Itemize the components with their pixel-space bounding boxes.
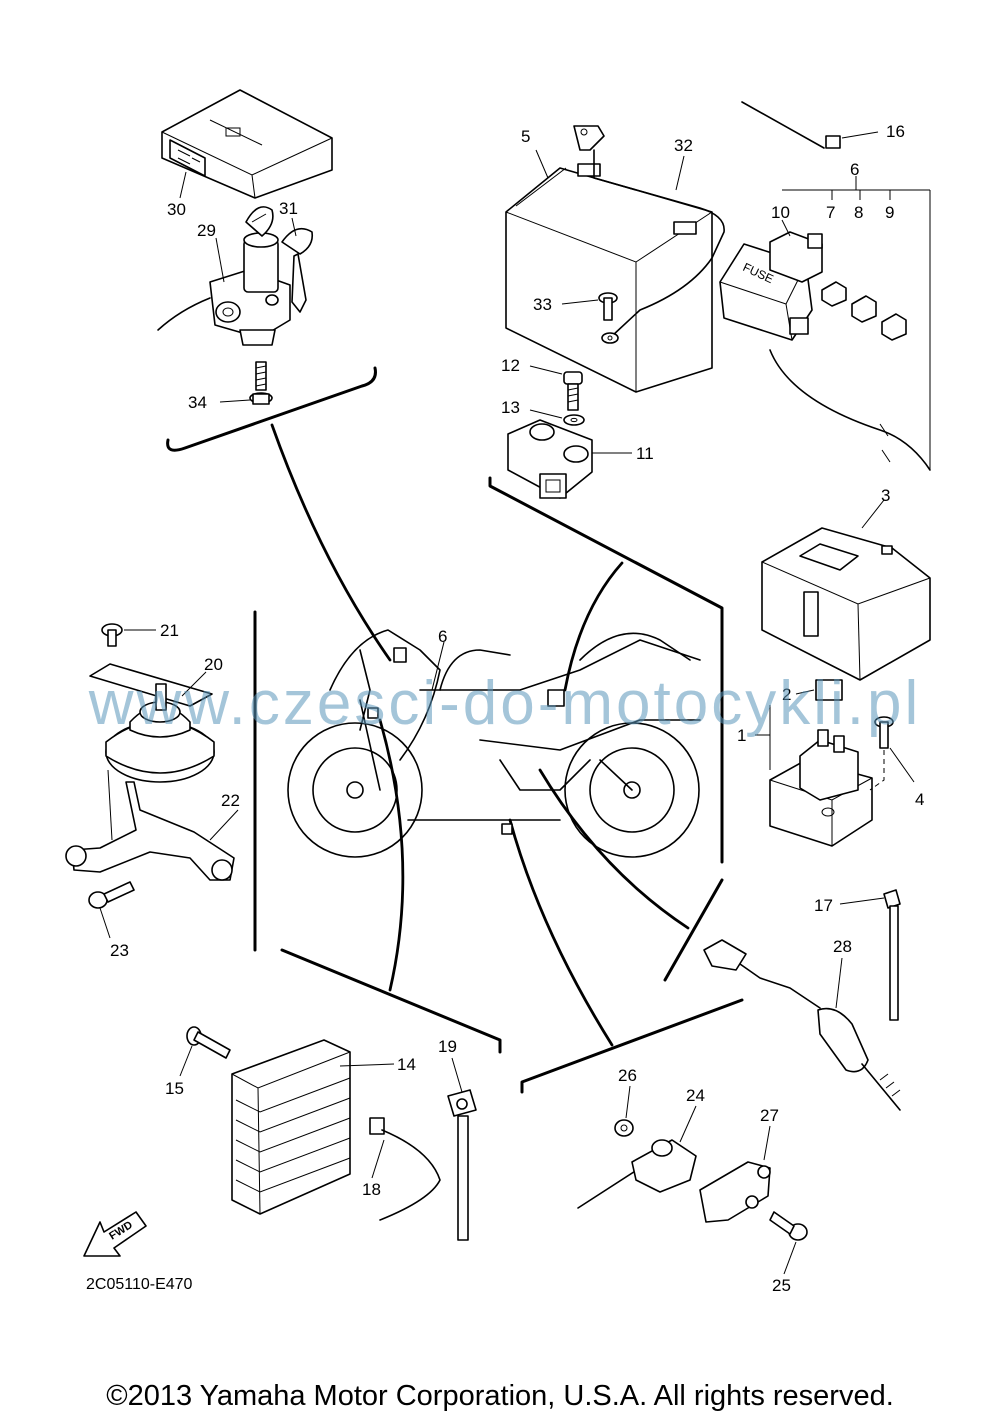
label-23: 23 (110, 941, 129, 960)
copyright-text: ©2013 Yamaha Motor Corporation, U.S.A. A… (106, 1380, 894, 1412)
label-10: 10 (771, 203, 790, 222)
bolt-33-part (598, 292, 618, 321)
bolt-4-part (874, 716, 894, 749)
label-15: 15 (165, 1079, 184, 1098)
relay-1-part (769, 679, 873, 847)
label-13: 13 (501, 398, 520, 417)
sensor-24-part (577, 1139, 697, 1209)
band-17-part (883, 889, 901, 1021)
label-7: 7 (826, 203, 835, 222)
label-21: 21 (160, 621, 179, 640)
label-26: 26 (618, 1066, 637, 1085)
band-18-part (369, 1117, 441, 1221)
label-14: 14 (397, 1055, 416, 1074)
motorcycle-part (287, 629, 701, 858)
label-4: 4 (915, 790, 924, 809)
label-33: 33 (533, 295, 552, 314)
label-1: 1 (737, 726, 746, 745)
label-12: 12 (501, 356, 520, 375)
label-17: 17 (814, 896, 833, 915)
bracket-27-part (699, 1161, 771, 1223)
band-19-part (447, 1089, 477, 1241)
main-switch-part (157, 206, 314, 346)
damper-11-part (507, 419, 593, 499)
label-27: 27 (760, 1106, 779, 1125)
collar-26-part (614, 1119, 634, 1137)
diagram-code: 2C05110-E470 (86, 1276, 193, 1293)
bolt-25-part (769, 1211, 808, 1241)
ecu-unit-part (161, 89, 333, 199)
fwd-arrow-icon: FWD (83, 1211, 147, 1257)
bolt-21-part (101, 623, 123, 647)
group-brackets (166, 366, 744, 1094)
bolt-23-part (88, 881, 135, 909)
bolt-34-part (249, 361, 273, 405)
washer-13-part (563, 414, 585, 426)
bolt-12-part (563, 371, 583, 411)
label-20: 20 (204, 655, 223, 674)
label-18: 18 (362, 1180, 381, 1199)
bolt-15-part (186, 1026, 231, 1059)
label-34: 34 (188, 393, 207, 412)
battery-part (505, 125, 725, 393)
label-31: 31 (279, 199, 298, 218)
label-25: 25 (772, 1276, 791, 1295)
label-6-bike: 6 (438, 627, 447, 646)
relay-10-part (769, 231, 823, 283)
bracket-22-part (65, 769, 235, 881)
fuse-9-part (881, 313, 907, 341)
group-callouts (270, 423, 690, 1047)
label-29: 29 (197, 221, 216, 240)
rectifier-part (231, 1039, 351, 1215)
fuse-7-part (821, 281, 847, 307)
cover-3-part (761, 527, 931, 681)
label-19: 19 (438, 1037, 457, 1056)
sensor-28-part (703, 939, 901, 1111)
fuse-8-part (851, 295, 877, 323)
label-3: 3 (881, 486, 890, 505)
label-22: 22 (221, 791, 240, 810)
wire-harness-part (741, 101, 931, 471)
label-16: 16 (886, 122, 905, 141)
label-8: 8 (854, 203, 863, 222)
horn-part (89, 663, 215, 783)
label-24: 24 (686, 1086, 705, 1105)
label-11: 11 (636, 444, 654, 463)
label-28: 28 (833, 937, 852, 956)
label-9: 9 (885, 203, 894, 222)
label-5: 5 (521, 127, 530, 146)
label-30: 30 (167, 200, 186, 219)
part-labels: 1 2 3 4 5 6 6 7 8 9 10 11 12 13 14 15 16… (110, 122, 924, 1295)
label-2: 2 (782, 685, 791, 704)
label-32: 32 (674, 136, 693, 155)
label-6-top: 6 (850, 160, 859, 179)
